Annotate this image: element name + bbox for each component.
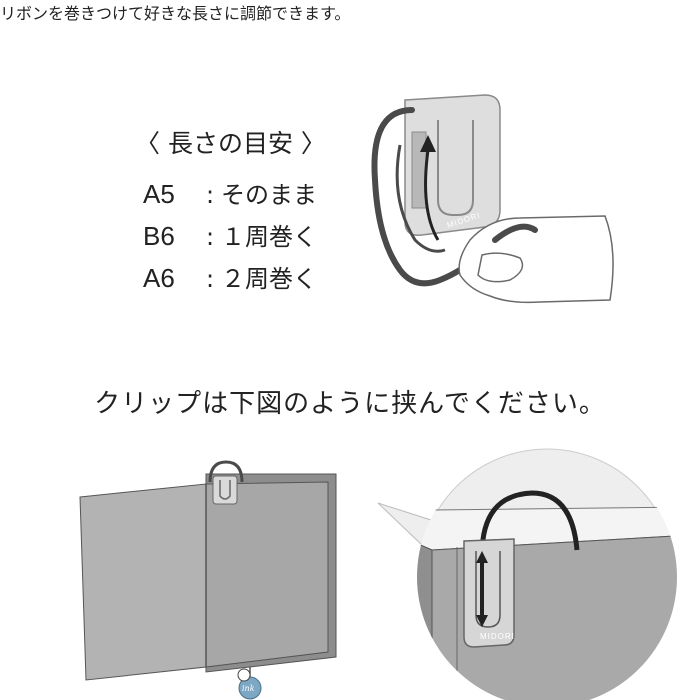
zoom-clip <box>463 538 515 648</box>
zoom-brand-label: MIDORI <box>480 632 515 641</box>
book-clip-u <box>219 480 231 500</box>
charm-badge-bird <box>237 668 251 682</box>
headline: リボンを巻きつけて好きな長さに調節できます。 <box>0 4 351 23</box>
clip-slot <box>411 131 427 209</box>
thumb-outline <box>477 252 524 283</box>
size-guide-row: A6:２周巻く <box>143 259 317 294</box>
size-code: A5 <box>143 179 175 209</box>
size-guide-row: A5:そのまま <box>143 175 317 210</box>
zoom-book-front <box>417 536 433 700</box>
ribbon-cord <box>371 107 498 287</box>
size-guide-row: B6:１周巻く <box>143 217 317 252</box>
size-code: B6 <box>143 221 175 251</box>
clip-instruction: クリップは下図のように挟んでください。 <box>94 389 606 419</box>
zoom-clip-u <box>475 551 501 628</box>
book-clip-ribbon <box>208 460 244 483</box>
size-instruction: ２周巻く <box>221 265 317 293</box>
ribbon-end <box>492 223 538 243</box>
book-clip <box>212 475 238 505</box>
size-separator: : <box>205 223 215 251</box>
size-guide-heading: 〈 長さの目安 〉 <box>135 129 326 158</box>
zoom-illustration: MIDORI <box>377 448 677 700</box>
clip-u-shape <box>437 120 474 216</box>
size-instruction: そのまま <box>221 181 317 209</box>
zoom-arrow-head-icon <box>476 551 488 563</box>
clip-winding-illustration: MIDORI <box>371 94 614 304</box>
arrow-head-icon <box>420 135 436 152</box>
book-right-page <box>205 481 329 668</box>
size-separator: : <box>205 181 215 209</box>
ribbon-cord <box>395 144 446 253</box>
charm-badge-text: ink <box>242 684 255 693</box>
size-code: A6 <box>143 263 175 293</box>
zoom-ribbon <box>479 490 580 556</box>
size-separator: : <box>205 265 215 293</box>
size-instruction: １周巻く <box>221 223 317 251</box>
direction-arrow-icon <box>424 149 440 241</box>
zoom-arrow-bottom-icon <box>476 615 488 627</box>
book-left-page <box>79 483 207 681</box>
book-illustration: ink <box>79 460 337 700</box>
